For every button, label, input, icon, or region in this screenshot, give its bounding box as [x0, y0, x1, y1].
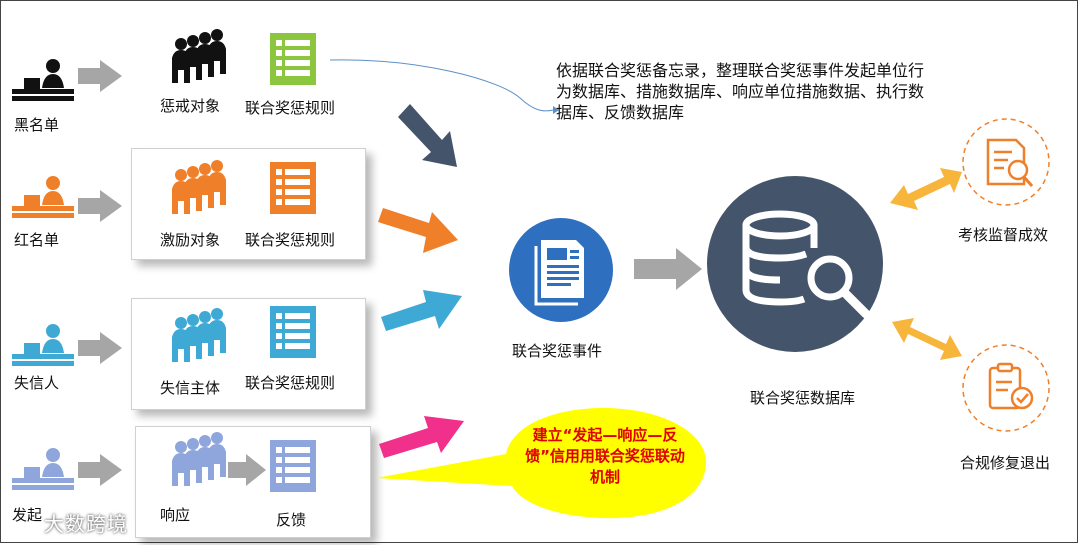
row2-target-label: 激励对象	[160, 231, 221, 249]
people-group-icon-blue	[172, 308, 226, 362]
arrow-orange	[378, 208, 458, 253]
row2-rule-label: 联合奖惩规则	[245, 231, 336, 249]
row3-target-label: 失信主体	[160, 379, 221, 397]
database-label: 联合奖惩数据库	[750, 389, 856, 407]
list-icon-green	[270, 33, 316, 85]
description-text: 依据联合奖惩备忘录，整理联合奖惩事件发起单位行为数据库、措施数据库、响应单位措施…	[556, 61, 925, 122]
arrow-gray-row4	[78, 454, 122, 486]
connector-arrowhead	[553, 106, 559, 114]
row3-rule-label: 联合奖惩规则	[245, 374, 336, 392]
arrow-gray-row2	[78, 190, 122, 222]
list-icon-blue	[270, 306, 316, 358]
database-search-icon	[707, 176, 883, 352]
row3-role-label: 失信人	[14, 374, 60, 392]
event-document-icon	[509, 218, 613, 322]
double-arrow-gold-bottom	[892, 318, 962, 360]
list-icon-lavender	[270, 440, 316, 492]
arrow-teal	[381, 290, 462, 331]
arrow-gray-row3	[78, 332, 122, 364]
output-label-compliance: 合规修复退出	[960, 454, 1051, 472]
arrow-gray-row4-inner	[228, 454, 266, 486]
row2-role-label: 红名单	[14, 231, 60, 249]
arrow-gray-row1	[78, 60, 122, 92]
double-arrow-gold-top	[890, 168, 962, 210]
event-label: 联合奖惩事件	[512, 342, 603, 360]
callout-text: 建立“发起—响应—反馈”信用用联合奖惩联动机制	[525, 426, 685, 486]
person-desk-icon-black	[12, 59, 74, 101]
row1-role-label: 黑名单	[14, 116, 60, 134]
panel-initiate	[135, 426, 371, 538]
row4-target-label: 响应	[160, 506, 191, 524]
people-group-icon-orange	[172, 160, 226, 214]
row4-role-label: 发起	[12, 506, 43, 524]
output-label-assessment: 考核监督成效	[958, 226, 1049, 244]
checklist-verified-icon	[962, 344, 1050, 432]
row1-target-label: 惩戒对象	[160, 97, 221, 115]
list-icon-orange	[270, 162, 316, 214]
person-desk-icon-orange	[12, 176, 74, 218]
arrow-pink	[379, 416, 464, 458]
arrow-gray-to-database	[634, 248, 702, 290]
row4-rule-label: 反馈	[276, 511, 307, 529]
report-search-icon	[962, 118, 1050, 206]
panel-dishonest	[131, 298, 366, 410]
person-desk-icon-blue	[12, 324, 74, 366]
people-group-icon-black	[172, 29, 226, 83]
arrow-navy	[398, 104, 457, 167]
row1-rule-label: 联合奖惩规则	[245, 99, 336, 117]
person-desk-icon-lavender	[12, 448, 74, 490]
callout-bubble	[376, 408, 707, 519]
watermark-text: 大数跨境	[44, 512, 128, 536]
people-group-icon-lavender	[172, 432, 226, 486]
connector-line	[329, 59, 554, 112]
panel-red-list	[131, 148, 366, 260]
